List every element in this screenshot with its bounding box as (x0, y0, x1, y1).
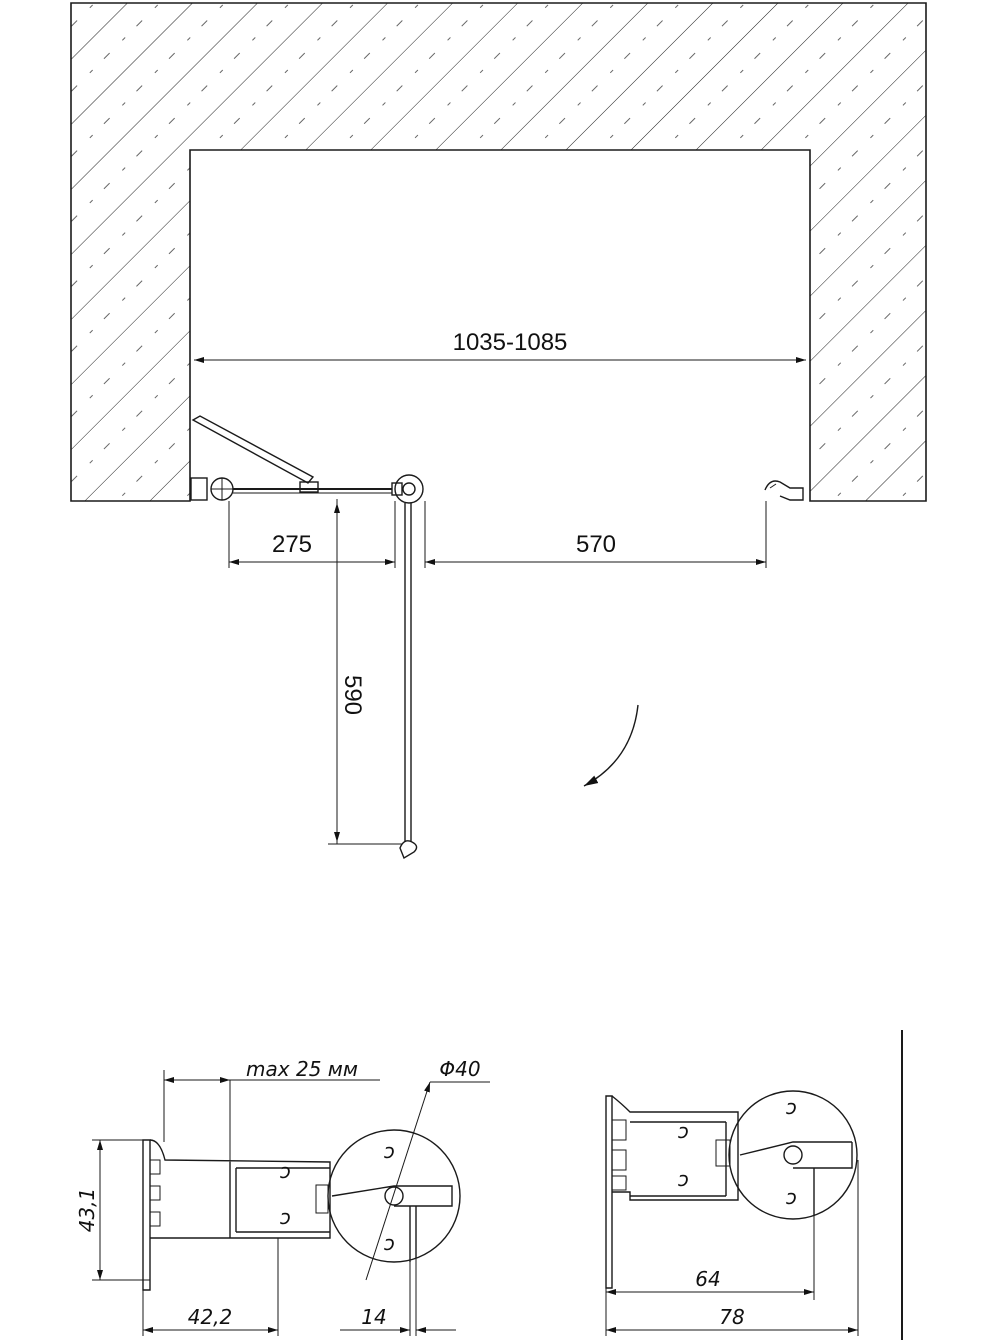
diameter-leader (365, 1081, 431, 1281)
svg-text:ɔ: ɔ (280, 1159, 291, 1183)
hinge-body-circle-right (728, 1090, 858, 1220)
left-wall-profile (190, 477, 234, 501)
hinge-detail-left: ɔ ɔ ɔ ɔ max 25 мм Φ40 43,1 42,2 14 (75, 1057, 490, 1336)
stabilizer-clamp (299, 481, 319, 493)
opening-width-label: 1035-1085 (453, 329, 568, 356)
fixed-panel-width-label: 275 (272, 531, 312, 558)
door-swing-label: 590 (339, 675, 366, 715)
svg-text:ɔ: ɔ (384, 1139, 395, 1163)
fixed-panel-width-dimension: 275 (229, 531, 395, 565)
svg-text:ɔ: ɔ (786, 1095, 797, 1119)
hinge-body-circle (327, 1129, 461, 1263)
right-wall-profile (764, 480, 804, 501)
door-width-dimension: 570 (425, 531, 766, 565)
door-swing-dimension: 590 (334, 503, 366, 842)
opening-width-dimension: 1035-1085 (194, 329, 806, 363)
fixed-glass-panel (191, 415, 392, 494)
outer-depth-label: 78 (719, 1305, 744, 1329)
door-width-label: 570 (576, 531, 616, 558)
svg-text:ɔ: ɔ (678, 1119, 689, 1143)
door-panel-open (399, 503, 418, 860)
stabilizer-bar (191, 415, 315, 484)
offset-label: 14 (361, 1305, 386, 1329)
wall-section (70, 2, 927, 502)
svg-text:ɔ: ɔ (678, 1167, 689, 1191)
profile-height-label: 43,1 (75, 1188, 99, 1233)
profile-width-label: 42,2 (188, 1305, 233, 1329)
svg-text:ɔ: ɔ (786, 1185, 797, 1209)
swing-direction-arrow (583, 704, 639, 787)
door-handle-end (399, 840, 418, 860)
pivot-hinge (391, 474, 424, 504)
hinge-detail-right: ɔ ɔ ɔ ɔ 64 78 (605, 1030, 903, 1340)
svg-text:ɔ: ɔ (384, 1231, 395, 1255)
diameter-label: Φ40 (439, 1057, 480, 1081)
max-thickness-label: max 25 мм (246, 1057, 358, 1081)
top-plan-view: 1035-1085 (70, 2, 927, 860)
inner-depth-label: 64 (695, 1267, 720, 1291)
svg-text:ɔ: ɔ (280, 1205, 291, 1229)
